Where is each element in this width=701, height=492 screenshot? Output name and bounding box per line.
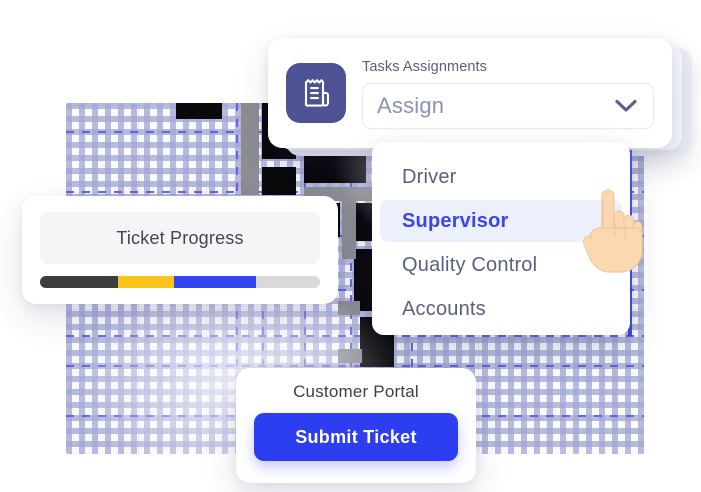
- assign-select-value: Assign: [377, 93, 445, 119]
- customer-portal-card: Customer Portal Submit Ticket: [236, 368, 476, 483]
- progress-segment-remaining: [255, 276, 320, 288]
- dropdown-item-quality-control[interactable]: Quality Control: [380, 244, 622, 286]
- tasks-assignments-card: Tasks Assignments Assign: [268, 38, 672, 148]
- progress-segment-3: [174, 276, 256, 288]
- progress-segment-1: [40, 276, 119, 288]
- dropdown-item-driver[interactable]: Driver: [380, 156, 622, 198]
- dropdown-item-label: Driver: [402, 165, 457, 188]
- ticket-progress-title-box: Ticket Progress: [40, 212, 320, 264]
- dropdown-item-accounts[interactable]: Accounts: [380, 288, 622, 330]
- ticket-progress-card: Ticket Progress: [22, 196, 338, 304]
- ticket-progress-bar: [40, 276, 320, 288]
- chevron-down-icon[interactable]: [615, 99, 637, 113]
- dropdown-item-label: Quality Control: [402, 253, 538, 276]
- assign-dropdown-menu[interactable]: Driver Supervisor Quality Control Accoun…: [372, 142, 630, 335]
- tasks-fields: Tasks Assignments Assign: [362, 57, 654, 130]
- submit-ticket-button[interactable]: Submit Ticket: [254, 413, 458, 461]
- assign-select[interactable]: Assign: [362, 83, 654, 130]
- progress-segment-2: [118, 276, 175, 288]
- dropdown-item-label: Supervisor: [402, 209, 509, 232]
- customer-portal-title: Customer Portal: [293, 382, 419, 401]
- ticket-progress-title: Ticket Progress: [116, 227, 244, 248]
- clipboard-document-icon: [286, 63, 346, 123]
- dropdown-item-supervisor[interactable]: Supervisor: [380, 200, 622, 242]
- dropdown-item-label: Accounts: [402, 297, 486, 320]
- tasks-assignments-label: Tasks Assignments: [362, 58, 487, 75]
